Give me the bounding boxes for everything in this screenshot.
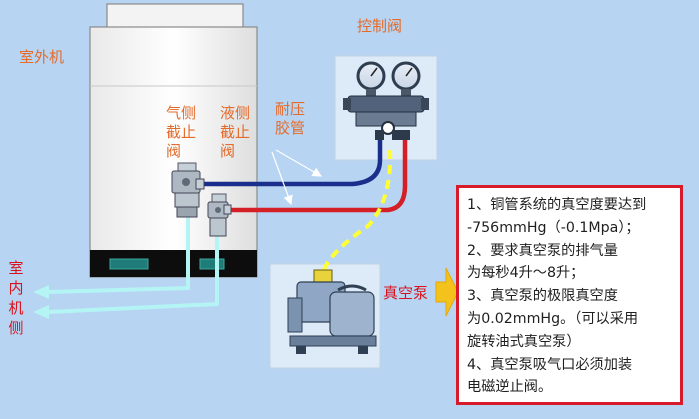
liquid-line <box>226 138 408 213</box>
indoor-lines <box>46 216 219 314</box>
gas-side-valve <box>171 162 205 218</box>
note-line: 2、要求真空泵的排气量 <box>467 242 618 259</box>
gas-line <box>200 138 383 187</box>
manifold-gauge <box>343 61 429 140</box>
control-valve-label: 控制阀 <box>357 17 403 35</box>
indoor-side-label: 室内机侧 <box>8 259 24 337</box>
vacuum-pump-label: 真空泵 <box>383 284 429 302</box>
vacuum-pump <box>287 269 377 354</box>
outdoor-unit <box>89 3 258 278</box>
note-line: 电磁逆止阀。 <box>467 379 553 396</box>
note-line: 1、铜管系统的真空度要达到 <box>467 197 647 213</box>
note-line: -756mmHg（-0.1Mpa）； <box>467 219 640 236</box>
outdoor-unit-label: 室外机 <box>19 48 65 66</box>
note-line: 为0.02mmHg。（可以采用 <box>467 310 639 327</box>
liquid-side-valve <box>207 193 232 237</box>
notes-arrow <box>435 267 459 317</box>
vacuum-hose <box>321 149 393 273</box>
liquid-valve-label: 液侧 截止 阀 <box>220 104 251 160</box>
note-line: 为每秒4升～8升； <box>467 265 585 282</box>
note-line: 旋转油式真空泵） <box>467 333 581 350</box>
requirements-notes: 1、铜管系统的真空度要达到 -756mmHg（-0.1Mpa）； 2、要求真空泵… <box>456 185 683 405</box>
note-line: 4、真空泵吸气口必须加装 <box>467 356 633 373</box>
pressure-hose-label: 耐压 胶管 <box>275 100 306 137</box>
indoor-arrowheads <box>33 285 49 319</box>
gas-valve-label: 气侧 截止 阀 <box>166 104 197 160</box>
hose-pointer <box>271 149 323 206</box>
note-line: 3、真空泵的极限真空度 <box>467 288 618 305</box>
